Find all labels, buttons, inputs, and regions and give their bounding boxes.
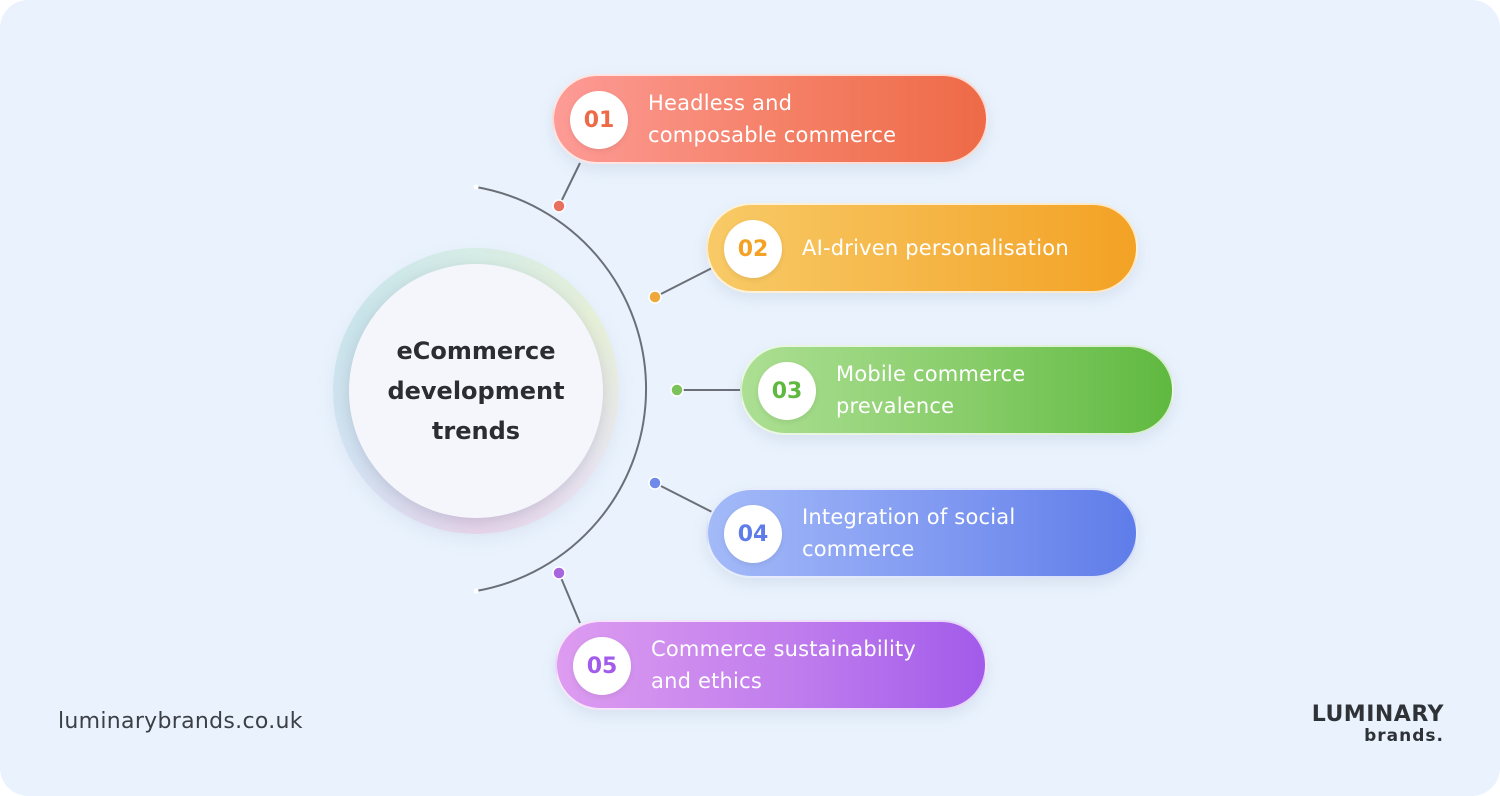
connector-node-04 (648, 476, 662, 490)
hub-title: eCommerce development trends (387, 337, 565, 445)
connector-node-01 (552, 199, 566, 213)
trend-number-02: 02 (724, 220, 782, 278)
trend-number-03: 03 (758, 362, 816, 420)
arc-end-bottom (473, 588, 479, 594)
connector-line-04 (654, 482, 713, 513)
trend-label-05: Commerce sustainability and ethics (651, 637, 917, 693)
logo-subtext: brands. (1364, 726, 1444, 746)
hub-circle: eCommerce development trends (349, 264, 603, 518)
trend-label-04: Integration of social commerce (802, 505, 1016, 561)
trend-pill-05: 05 Commerce sustainability and ethics (555, 620, 987, 710)
connector-line-01 (558, 162, 581, 207)
trend-label-02: AI-driven personalisation (802, 236, 1069, 260)
trend-number-05: 05 (573, 637, 631, 695)
connector-line-02 (654, 267, 713, 298)
trend-label-03: Mobile commerce prevalence (836, 362, 1026, 418)
trend-number-01: 01 (570, 91, 628, 149)
trend-label-01: Headless and composable commerce (648, 91, 897, 147)
trend-pill-03: 03 Mobile commerce prevalence (740, 345, 1174, 435)
connector-node-03 (670, 383, 684, 397)
website-url: luminarybrands.co.uk (58, 709, 303, 734)
connector-line-05 (558, 572, 581, 624)
arc-end-top (473, 184, 479, 190)
connector-arc (475, 186, 647, 592)
trend-pill-01: 01 Headless and composable commerce (552, 74, 988, 164)
trend-pill-02: 02 AI-driven personalisation (706, 203, 1138, 293)
trend-pill-04: 04 Integration of social commerce (706, 488, 1138, 578)
connector-node-02 (648, 290, 662, 304)
connector-node-05 (552, 566, 566, 580)
trend-number-04: 04 (724, 505, 782, 563)
luminary-brands-logo: LUMINARY brands. (1280, 700, 1450, 750)
logo-wordmark: LUMINARY (1311, 702, 1444, 727)
